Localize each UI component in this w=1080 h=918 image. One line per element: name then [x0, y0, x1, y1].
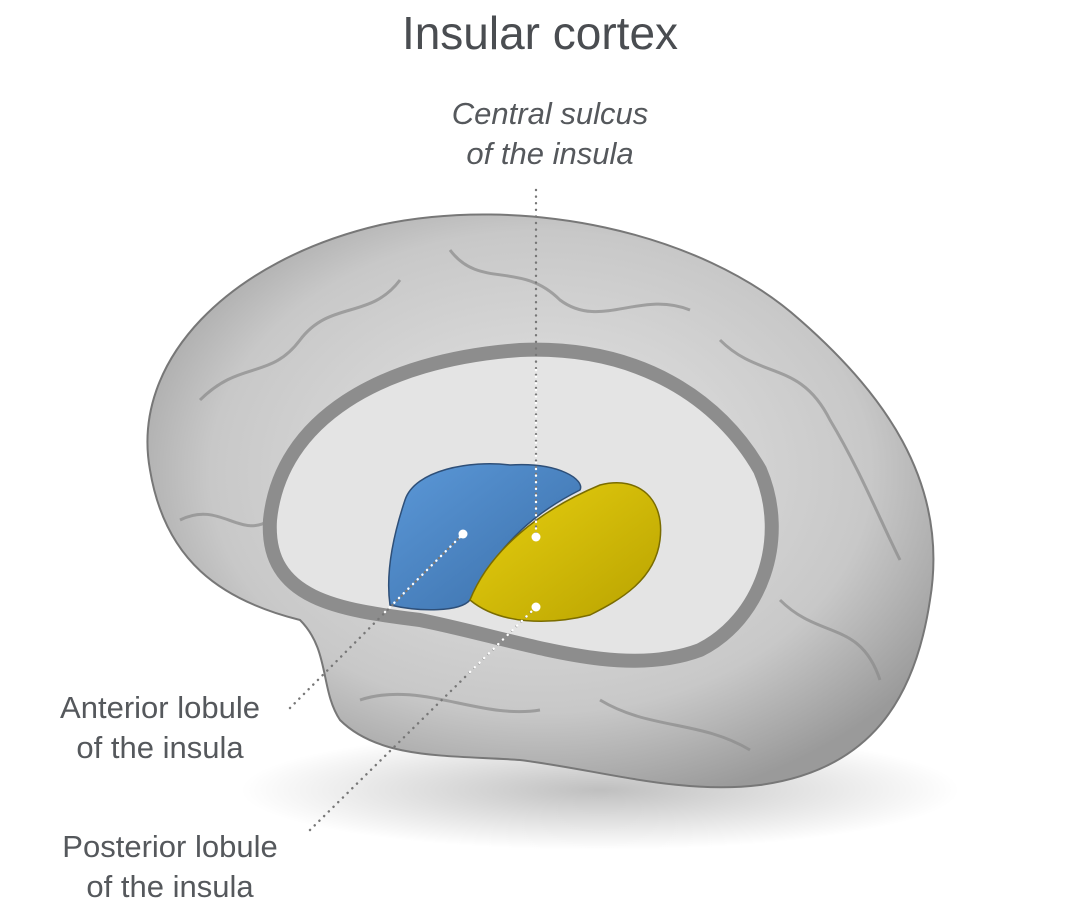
leader-lines [288, 188, 538, 832]
label-line: Central sulcus [451, 96, 649, 131]
label-central-sulcus: Central sulcus of the insula [380, 94, 720, 174]
label-anterior-lobule: Anterior lobule of the insula [20, 688, 300, 768]
central-sulcus-marker-dot [531, 532, 541, 542]
label-line: of the insula [466, 136, 634, 171]
anterior-lobule [387, 463, 582, 611]
label-line: Posterior lobule [62, 829, 278, 864]
label-posterior-lobule: Posterior lobule of the insula [20, 827, 320, 907]
diagram-title: Insular cortex [401, 7, 679, 59]
label-line: of the insula [86, 869, 254, 904]
posterior-lobule [469, 482, 662, 622]
anterior-marker-dot [458, 529, 468, 539]
posterior-marker-dot [531, 602, 541, 612]
label-line: Anterior lobule [60, 690, 260, 725]
label-line: of the insula [76, 730, 244, 765]
gyri-texture [179, 249, 902, 752]
